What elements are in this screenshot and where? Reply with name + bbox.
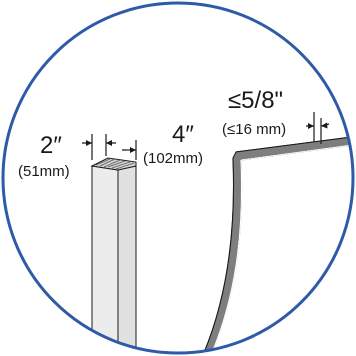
circle-background xyxy=(3,3,353,353)
width-inch-label: 2″ xyxy=(40,132,62,159)
panel-inner-edge xyxy=(207,159,243,353)
panel-inner-top xyxy=(240,143,353,161)
panel-sheet xyxy=(199,135,353,353)
thickness-inch-label: 4″ xyxy=(172,121,194,148)
edge-inch-label: ≤5/8" xyxy=(228,87,283,114)
width-mm-label: (51mm) xyxy=(18,163,70,180)
post-top-hatching xyxy=(95,158,135,170)
post-left-face xyxy=(91,165,119,353)
post-right-face xyxy=(117,165,137,353)
post-profile xyxy=(90,157,137,353)
thickness-mm-label: (102mm) xyxy=(143,150,203,167)
thickness-dimension xyxy=(122,140,137,160)
edge-mm-label: (≤16 mm) xyxy=(222,121,286,138)
edge-dimension xyxy=(306,112,330,144)
width-dimension xyxy=(82,134,116,160)
